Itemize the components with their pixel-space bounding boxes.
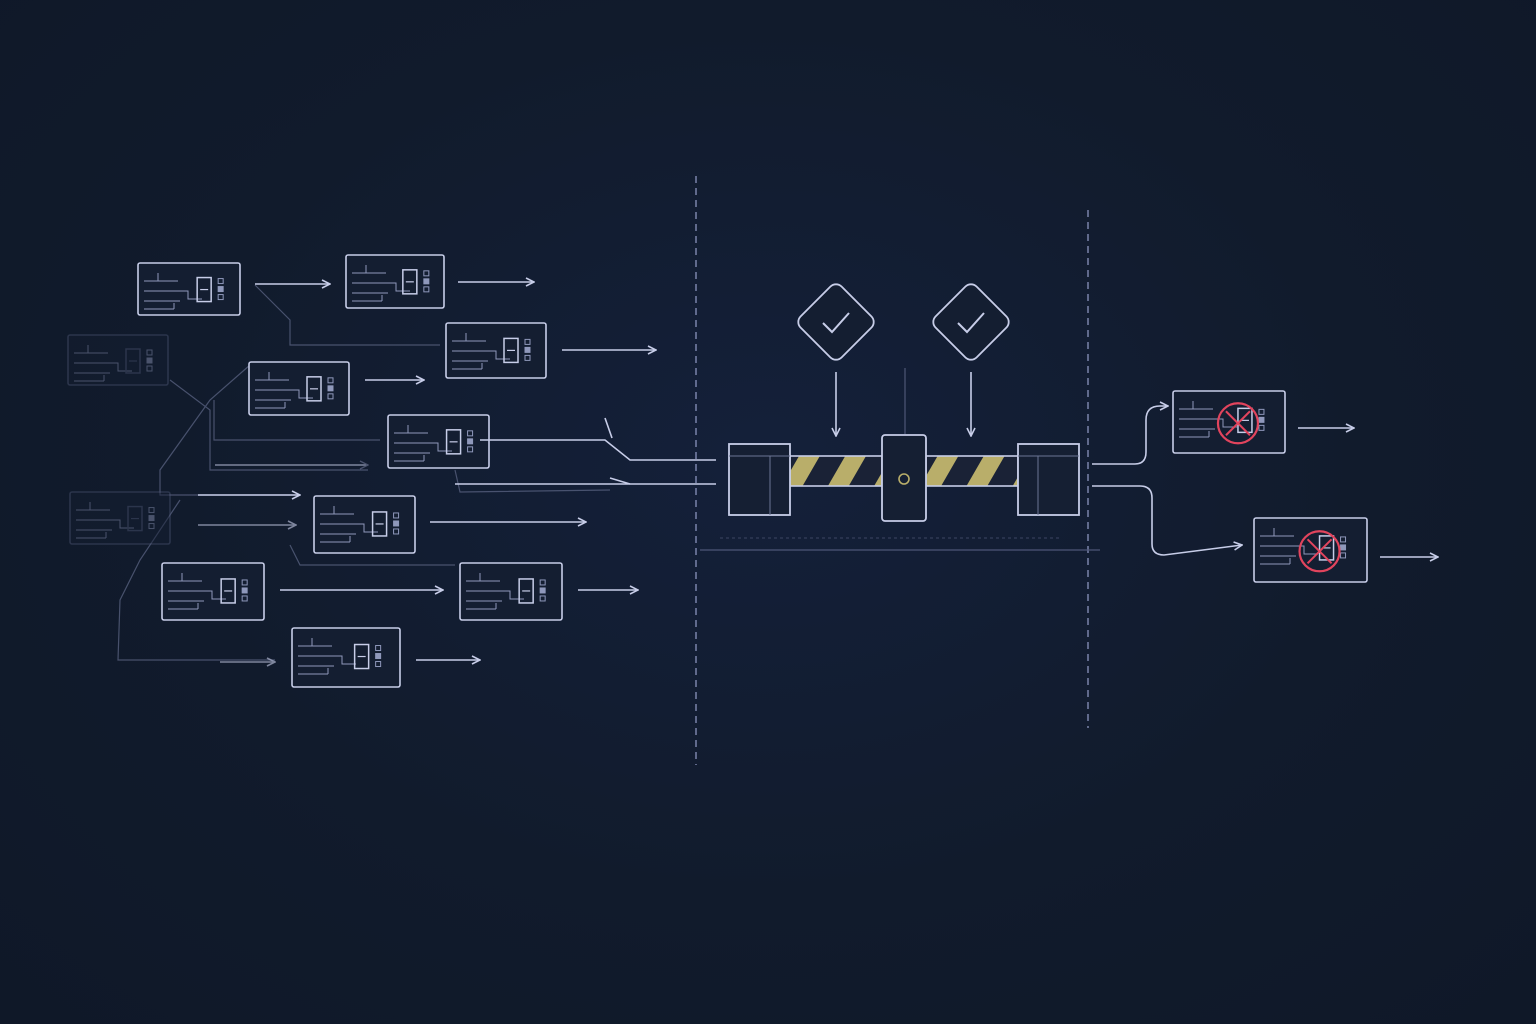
document-card [445,322,547,379]
gate-arm-left [789,455,883,487]
document-card [248,361,350,416]
faded-cards [67,334,171,545]
gate-lock-icon [898,473,910,485]
output-arrow-bottom [1092,485,1242,556]
incoming-arrows [198,282,656,662]
document-card [137,262,241,316]
faded-document-card [69,491,171,545]
document-card [345,254,445,309]
document-card [291,627,401,688]
rejected-outputs [1172,390,1368,583]
document-card [313,495,416,554]
gate-arm-right [925,455,1019,487]
background-routing-lines [117,284,611,661]
check-icons [797,283,1010,436]
zone-borders [60,195,1240,742]
gate-block-right [1017,443,1080,516]
document-card [459,562,563,621]
cancel-icon [1216,402,1260,445]
document-card [387,414,490,469]
gate-block-left [728,443,791,516]
output-arrow-top [1092,406,1168,465]
rejected-document-card [1172,390,1286,454]
incoming-cards [137,254,563,688]
document-card [161,562,265,621]
faded-document-card [67,334,169,386]
cancel-icon [1298,530,1341,573]
rejected-document-card [1253,517,1368,583]
zone-dividers [695,176,1089,765]
check-icon [797,283,875,436]
barrier-gate [700,368,1100,551]
gate-feed-lines [455,417,716,485]
gate-block-center [881,434,927,522]
check-icon [932,283,1010,436]
output-lines [1092,406,1438,557]
